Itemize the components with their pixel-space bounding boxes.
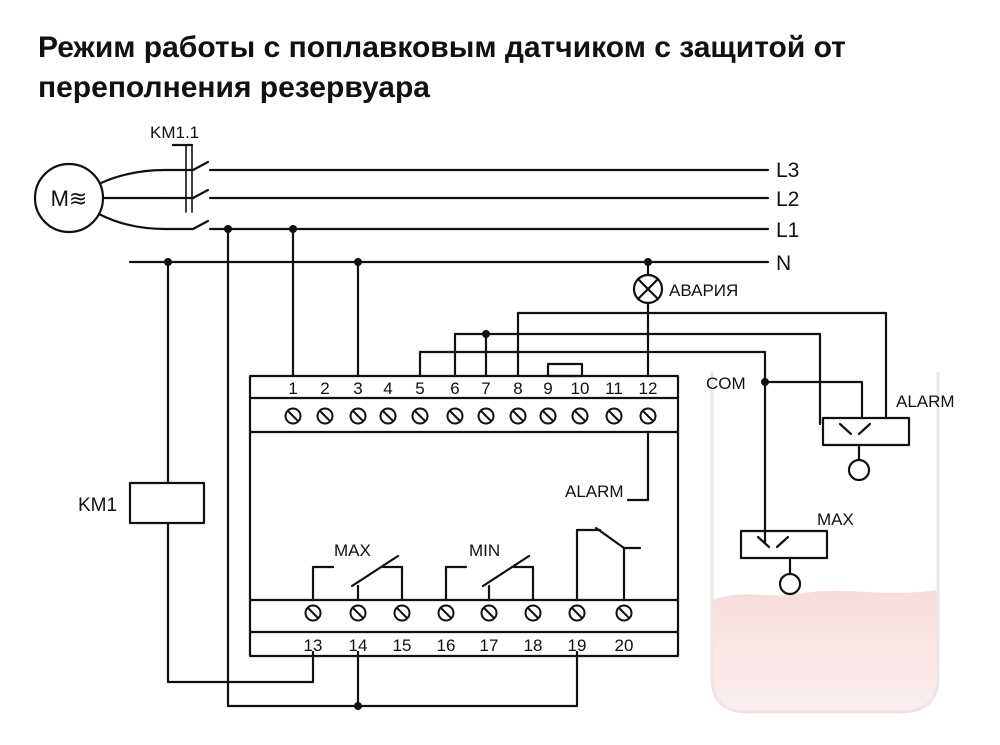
terminal-number: 6 <box>450 379 459 398</box>
line-n-label: N <box>776 252 791 275</box>
terminal-number: 19 <box>568 636 587 655</box>
terminal-number: 15 <box>393 636 412 655</box>
junctions <box>164 225 769 710</box>
terminal-screw <box>524 604 542 622</box>
relay-alarm-label: ALARM <box>565 482 624 501</box>
motor-lead-l3 <box>99 168 167 185</box>
terminal-screw <box>605 407 623 425</box>
diagram-title: Режим работы с поплавковым датчиком с за… <box>38 28 978 108</box>
bottom-terminal-screws <box>304 604 633 622</box>
terminal-screw <box>539 407 557 425</box>
terminal-number: 4 <box>383 379 392 398</box>
terminal-number: 10 <box>571 379 590 398</box>
motor-lead-l1 <box>97 212 167 231</box>
terminal-screw <box>615 604 633 622</box>
line-l3-label: L3 <box>776 159 799 182</box>
float-sensor-max <box>739 529 829 596</box>
terminal-screw <box>477 407 495 425</box>
terminal-screw <box>639 407 657 425</box>
terminal-screw <box>437 604 455 622</box>
tank-com-label: COM <box>706 374 746 393</box>
line-l2-label: L2 <box>776 188 799 211</box>
terminal-number: 1 <box>288 379 297 398</box>
terminal-screw <box>379 407 397 425</box>
terminal-number: 3 <box>353 379 362 398</box>
terminal-screw <box>480 604 498 622</box>
terminal-number: 2 <box>320 379 329 398</box>
terminal-screw <box>568 604 586 622</box>
title-line-1: Режим работы с поплавковым датчиком с за… <box>38 31 846 64</box>
bottom-terminal-numbers: 13 14 15 16 17 18 19 20 <box>304 636 634 655</box>
terminal-screw <box>316 407 334 425</box>
terminal-number: 12 <box>639 379 658 398</box>
km1-1-contacts <box>163 143 210 231</box>
terminal-screw <box>349 604 367 622</box>
terminal-number: 20 <box>615 636 634 655</box>
terminal-screw <box>509 407 527 425</box>
terminal-screw <box>446 407 464 425</box>
terminal-number: 16 <box>437 636 456 655</box>
terminal-screw <box>571 407 589 425</box>
top-terminal-screws <box>284 407 657 425</box>
terminal-number: 17 <box>480 636 499 655</box>
terminal-screw <box>304 604 322 622</box>
terminal-screw <box>284 407 302 425</box>
terminal-number: 14 <box>349 636 368 655</box>
line-l1-label: L1 <box>776 219 799 242</box>
terminal-number: 13 <box>304 636 323 655</box>
title-line-2: переполнения резервуара <box>38 71 430 104</box>
motor-label: M≋ <box>51 186 88 211</box>
relay-module <box>248 374 680 658</box>
terminal-screw <box>411 407 429 425</box>
terminal-number: 9 <box>543 379 552 398</box>
tank <box>710 372 940 714</box>
terminal-number: 7 <box>481 379 490 398</box>
relay-contact-min <box>444 554 535 602</box>
terminal-screw <box>393 604 411 622</box>
relay-max-label: MAX <box>334 541 371 560</box>
tank-liquid <box>712 590 938 712</box>
km1-coil-label: KM1 <box>78 495 117 516</box>
sensor-alarm-label: ALARM <box>896 392 955 411</box>
relay-min-label: MIN <box>469 541 500 560</box>
terminal-number: 5 <box>415 379 424 398</box>
terminal-screw <box>349 407 367 425</box>
terminal-number: 11 <box>605 379 623 398</box>
km1-coil <box>128 481 206 525</box>
float-sensor-alarm <box>821 416 911 482</box>
terminal-number: 8 <box>513 379 522 398</box>
sensor-max-label: MAX <box>817 510 854 529</box>
relay-contact-max <box>311 554 404 602</box>
tank-wall <box>710 372 940 714</box>
terminal-number: 18 <box>524 636 543 655</box>
alarm-lamp-label: АВАРИЯ <box>669 281 738 300</box>
relay-contact-alarm <box>575 430 650 602</box>
km1-1-label: KM1.1 <box>150 123 199 142</box>
